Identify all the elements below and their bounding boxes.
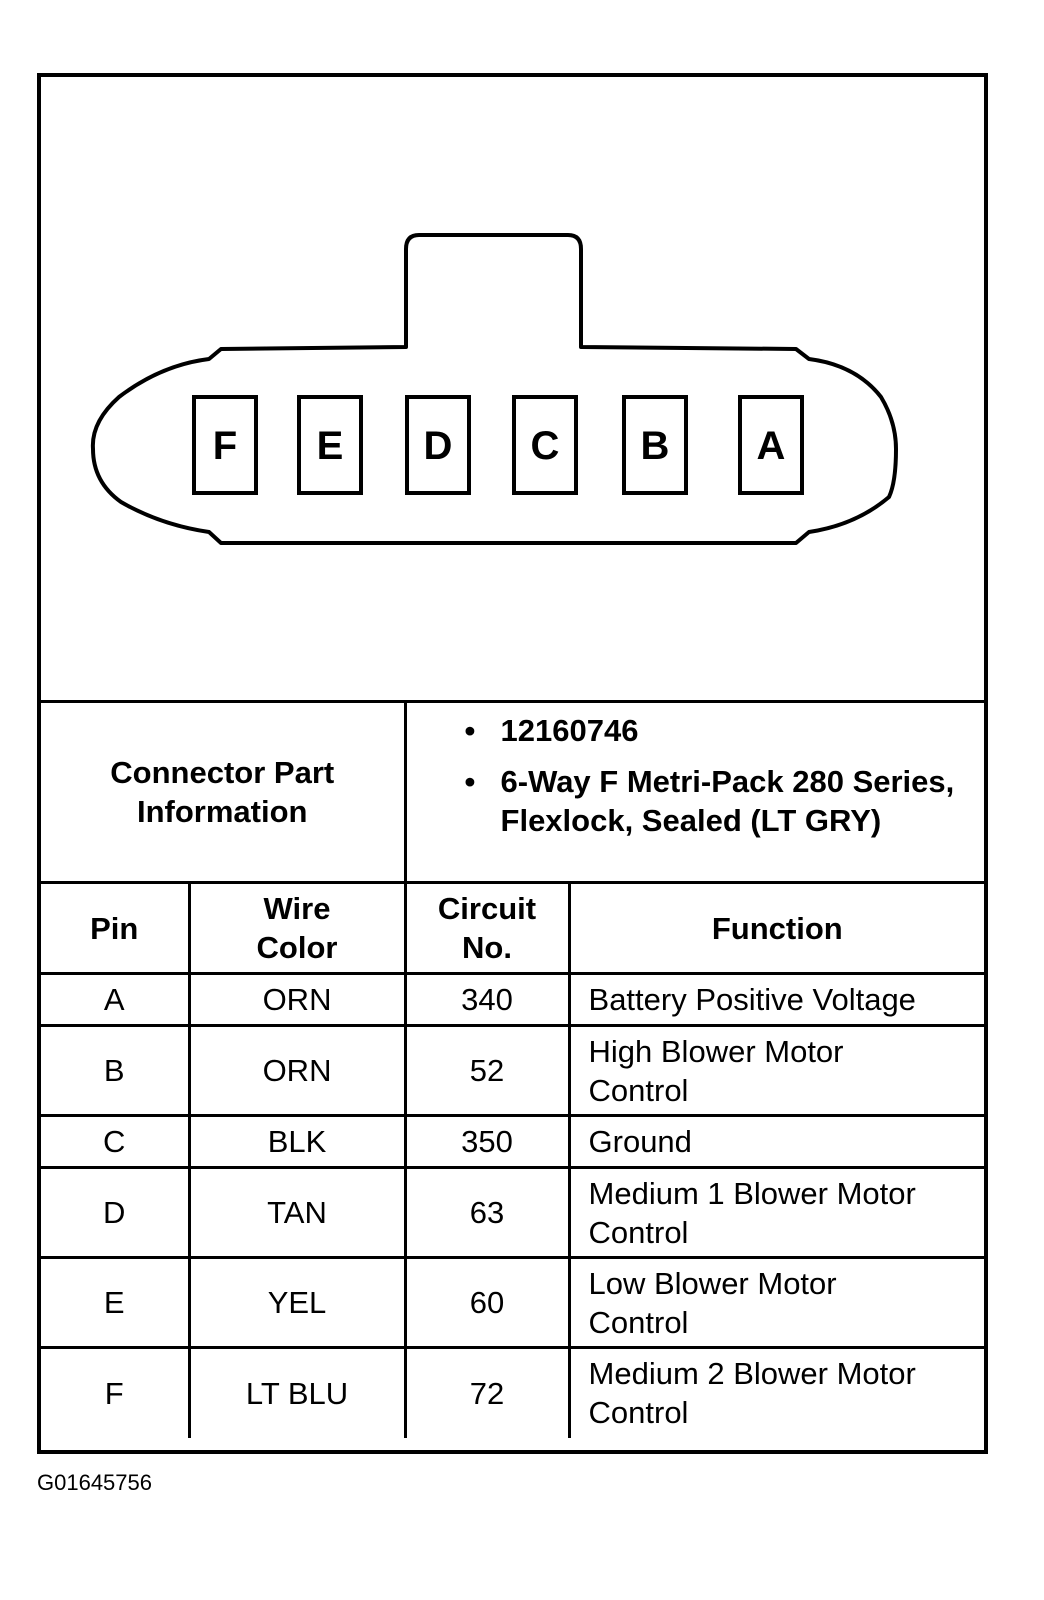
cell-wire-color: YEL xyxy=(187,1256,407,1349)
pin-cavity-f: F xyxy=(192,395,258,495)
header-function: Function xyxy=(567,881,985,975)
pin-cavity-box xyxy=(297,395,363,495)
cell-function: Battery Positive Voltage xyxy=(567,972,985,1027)
cell-wire-color: BLK xyxy=(187,1114,407,1169)
cell-circuit: 350 xyxy=(403,1114,571,1169)
cell-pin: B xyxy=(41,1024,191,1117)
pin-cavity-box xyxy=(622,395,688,495)
cell-function: Ground xyxy=(567,1114,985,1169)
cell-function: Medium 2 Blower Motor Control xyxy=(567,1346,985,1438)
header-circuit-no: Circuit No. xyxy=(403,881,571,975)
cell-function: Low Blower Motor Control xyxy=(567,1256,985,1349)
cell-wire-color: TAN xyxy=(187,1166,407,1259)
part-description: 6-Way F Metri-Pack 280 Series, Flexlock,… xyxy=(465,762,985,840)
connector-housing-outline xyxy=(90,233,898,545)
pin-cavity-box xyxy=(405,395,471,495)
cell-function: High Blower Motor Control xyxy=(567,1024,985,1117)
part-info-label: Connector Part Information xyxy=(41,700,407,884)
pin-label: C xyxy=(531,424,560,468)
figure-id: G01645756 xyxy=(37,1470,152,1495)
cell-circuit: 340 xyxy=(403,972,571,1027)
pin-cavity-e: E xyxy=(297,395,363,495)
cell-pin: C xyxy=(41,1114,191,1169)
cell-wire-color: LT BLU xyxy=(187,1346,407,1438)
pin-label: B xyxy=(641,424,670,468)
pin-label: F xyxy=(213,424,237,468)
pin-cavity-c: C xyxy=(512,395,578,495)
table-row: F LT BLU 72 Medium 2 Blower Motor Contro… xyxy=(41,1346,985,1438)
cell-function: Medium 1 Blower Motor Control xyxy=(567,1166,985,1259)
pin-cavity-box xyxy=(192,395,258,495)
cell-wire-color: ORN xyxy=(187,972,407,1027)
header-wire-color: Wire Color xyxy=(187,881,407,975)
cell-pin: D xyxy=(41,1166,191,1259)
pin-label: A xyxy=(757,424,786,468)
pin-cavity-d: D xyxy=(405,395,471,495)
cell-circuit: 52 xyxy=(403,1024,571,1117)
cell-pin: F xyxy=(41,1346,191,1438)
cell-circuit: 72 xyxy=(403,1346,571,1438)
table-row: B ORN 52 High Blower Motor Control xyxy=(41,1024,985,1117)
table-row: E YEL 60 Low Blower Motor Control xyxy=(41,1256,985,1349)
table-row: C BLK 350 Ground xyxy=(41,1114,985,1169)
part-number: 12160746 xyxy=(465,711,985,750)
header-pin: Pin xyxy=(41,881,191,975)
pin-label: E xyxy=(317,424,344,468)
connector-info-table: Connector Part Information 12160746 6-Wa… xyxy=(41,700,985,1438)
table-row: D TAN 63 Medium 1 Blower Motor Control xyxy=(41,1166,985,1259)
part-info-value: 12160746 6-Way F Metri-Pack 280 Series, … xyxy=(403,700,985,884)
pin-cavity-b: B xyxy=(622,395,688,495)
cell-circuit: 60 xyxy=(403,1256,571,1349)
cell-pin: A xyxy=(41,972,191,1027)
pin-label: D xyxy=(424,424,453,468)
cell-wire-color: ORN xyxy=(187,1024,407,1117)
table-row: A ORN 340 Battery Positive Voltage xyxy=(41,972,985,1027)
pin-cavity-a: A xyxy=(738,395,804,495)
part-info-label-line1: Connector Part xyxy=(110,755,335,790)
pin-cavity-box xyxy=(512,395,578,495)
pin-cavity-box xyxy=(738,395,804,495)
cell-pin: E xyxy=(41,1256,191,1349)
part-info-label-line2: Information xyxy=(137,794,308,829)
cell-circuit: 63 xyxy=(403,1166,571,1259)
